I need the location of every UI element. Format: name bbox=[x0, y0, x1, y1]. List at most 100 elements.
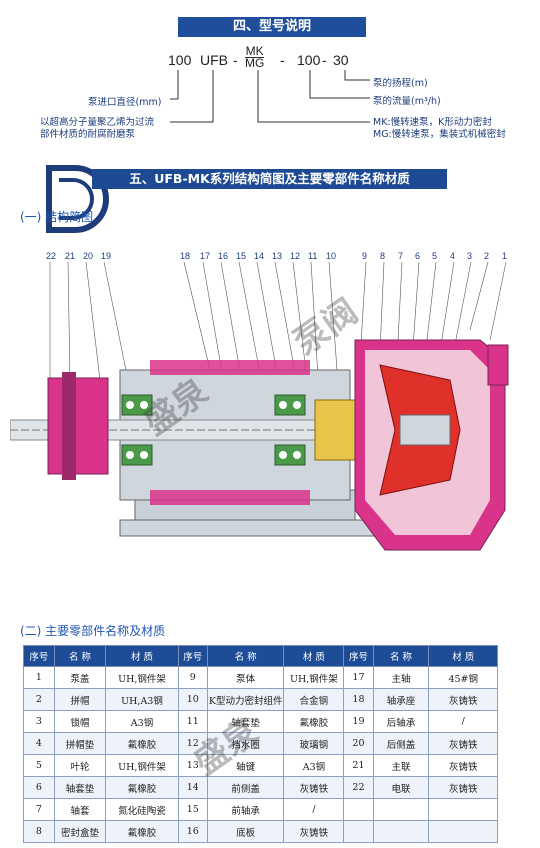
part-num-6: 6 bbox=[415, 251, 420, 261]
part-num-7: 7 bbox=[398, 251, 403, 261]
table-cell: 合金钢 bbox=[283, 688, 345, 711]
table-cell: K型动力密封组件 bbox=[206, 688, 285, 711]
table-cell: 拼帽垫 bbox=[53, 732, 107, 755]
model-part-4: 100 bbox=[297, 52, 321, 68]
table-cell: 21 bbox=[343, 754, 374, 777]
table-cell: 电联 bbox=[372, 776, 430, 799]
part-num-13: 13 bbox=[272, 251, 282, 261]
th-no-3: 序号 bbox=[343, 645, 374, 667]
table-cell bbox=[428, 798, 498, 821]
label-head: 泵的扬程(m) bbox=[373, 78, 428, 89]
model-part-1: 100 bbox=[168, 52, 192, 68]
table-cell: 6 bbox=[23, 776, 55, 799]
model-dash-3: - bbox=[322, 52, 327, 68]
table-cell: 3 bbox=[23, 710, 55, 733]
table-cell: 玻璃钢 bbox=[283, 732, 345, 755]
part-num-2: 2 bbox=[484, 251, 489, 261]
table-cell: 挡水圈 bbox=[206, 732, 285, 755]
table-cell: UH,钢件架 bbox=[105, 754, 179, 777]
part-num-10: 10 bbox=[326, 251, 336, 261]
table-cell: 灰铸铁 bbox=[428, 754, 498, 777]
label-flow: 泵的流量(m³/h) bbox=[373, 96, 441, 107]
th-name-1: 名 称 bbox=[53, 645, 107, 667]
th-no-2: 序号 bbox=[177, 645, 208, 667]
table-cell: 17 bbox=[343, 666, 374, 689]
table-cell: 密封盒垫 bbox=[53, 820, 107, 843]
table-cell: 18 bbox=[343, 688, 374, 711]
table-cell: UH,钢件架 bbox=[105, 666, 179, 689]
table-cell: 8 bbox=[23, 820, 55, 843]
table-cell: 灰铸铁 bbox=[428, 688, 498, 711]
table-cell: 锁帽 bbox=[53, 710, 107, 733]
table-cell: 15 bbox=[177, 798, 208, 821]
table-cell: 灰铸铁 bbox=[428, 776, 498, 799]
model-dash-1: - bbox=[233, 52, 238, 68]
model-part-5: 30 bbox=[333, 52, 349, 68]
table-cell: 4 bbox=[23, 732, 55, 755]
pump-structure-drawing: 22 21 20 19 18 17 16 15 14 13 12 11 10 9… bbox=[10, 251, 509, 551]
table-cell: 轴承座 bbox=[372, 688, 430, 711]
part-num-4: 4 bbox=[450, 251, 455, 261]
part-num-15: 15 bbox=[236, 251, 246, 261]
table-cell: 氮化硅陶瓷 bbox=[105, 798, 179, 821]
table-cell: 灰铸铁 bbox=[428, 732, 498, 755]
table-cell: 主轴 bbox=[372, 666, 430, 689]
table-cell bbox=[343, 798, 374, 821]
part-num-5: 5 bbox=[432, 251, 437, 261]
table-cell: UH,A3钢 bbox=[105, 688, 179, 711]
table-cell: A3钢 bbox=[105, 710, 179, 733]
table-cell: 13 bbox=[177, 754, 208, 777]
table-cell: 拼帽 bbox=[53, 688, 107, 711]
part-num-12: 12 bbox=[290, 251, 300, 261]
table-cell: 泵盖 bbox=[53, 666, 107, 689]
table-cell: 主联 bbox=[372, 754, 430, 777]
table-cell: 氟橡胶 bbox=[283, 710, 345, 733]
table-cell bbox=[372, 798, 430, 821]
th-material-1: 材 质 bbox=[105, 645, 179, 667]
label-material-2: 部件材质的耐腐耐磨泵 bbox=[40, 129, 136, 140]
table-cell bbox=[372, 820, 430, 843]
th-name-3: 名 称 bbox=[372, 645, 430, 667]
table-cell: 1 bbox=[23, 666, 55, 689]
table-cell: UH,钢件架 bbox=[283, 666, 345, 689]
table-cell: / bbox=[428, 710, 498, 733]
model-mk: MK bbox=[245, 44, 264, 58]
table-cell: 12 bbox=[177, 732, 208, 755]
model-part-2: UFB bbox=[200, 52, 228, 68]
part-num-21: 21 bbox=[65, 251, 75, 261]
part-num-18: 18 bbox=[180, 251, 190, 261]
table-cell: 氟橡胶 bbox=[105, 776, 179, 799]
part-num-19: 19 bbox=[101, 251, 111, 261]
section5-title: 五、UFB-MK系列结构简图及主要零部件名称材质 bbox=[92, 169, 447, 189]
table-cell: 10 bbox=[177, 688, 208, 711]
part-num-11: 11 bbox=[308, 251, 317, 261]
part-num-14: 14 bbox=[254, 251, 264, 261]
table-cell: 轴套 bbox=[53, 798, 107, 821]
part-num-1: 1 bbox=[502, 251, 507, 261]
table-cell bbox=[343, 820, 374, 843]
th-no-1: 序号 bbox=[23, 645, 55, 667]
table-cell: 轴套垫 bbox=[53, 776, 107, 799]
table-cell: 泵体 bbox=[206, 666, 285, 689]
table-cell: 后轴承 bbox=[372, 710, 430, 733]
part-num-17: 17 bbox=[200, 251, 210, 261]
table-cell: 45#钢 bbox=[428, 666, 498, 689]
table-cell: 11 bbox=[177, 710, 208, 733]
table-cell: 轴套垫 bbox=[206, 710, 285, 733]
table-cell: 16 bbox=[177, 820, 208, 843]
th-material-3: 材 质 bbox=[428, 645, 498, 667]
section4-title: 四、型号说明 bbox=[178, 17, 366, 37]
table-cell: 19 bbox=[343, 710, 374, 733]
table-header-row: 序号 名 称 材 质 序号 名 称 材 质 序号 名 称 材 质 bbox=[23, 645, 498, 667]
table-cell: 7 bbox=[23, 798, 55, 821]
part-num-3: 3 bbox=[467, 251, 472, 261]
table-cell: / bbox=[283, 798, 345, 821]
